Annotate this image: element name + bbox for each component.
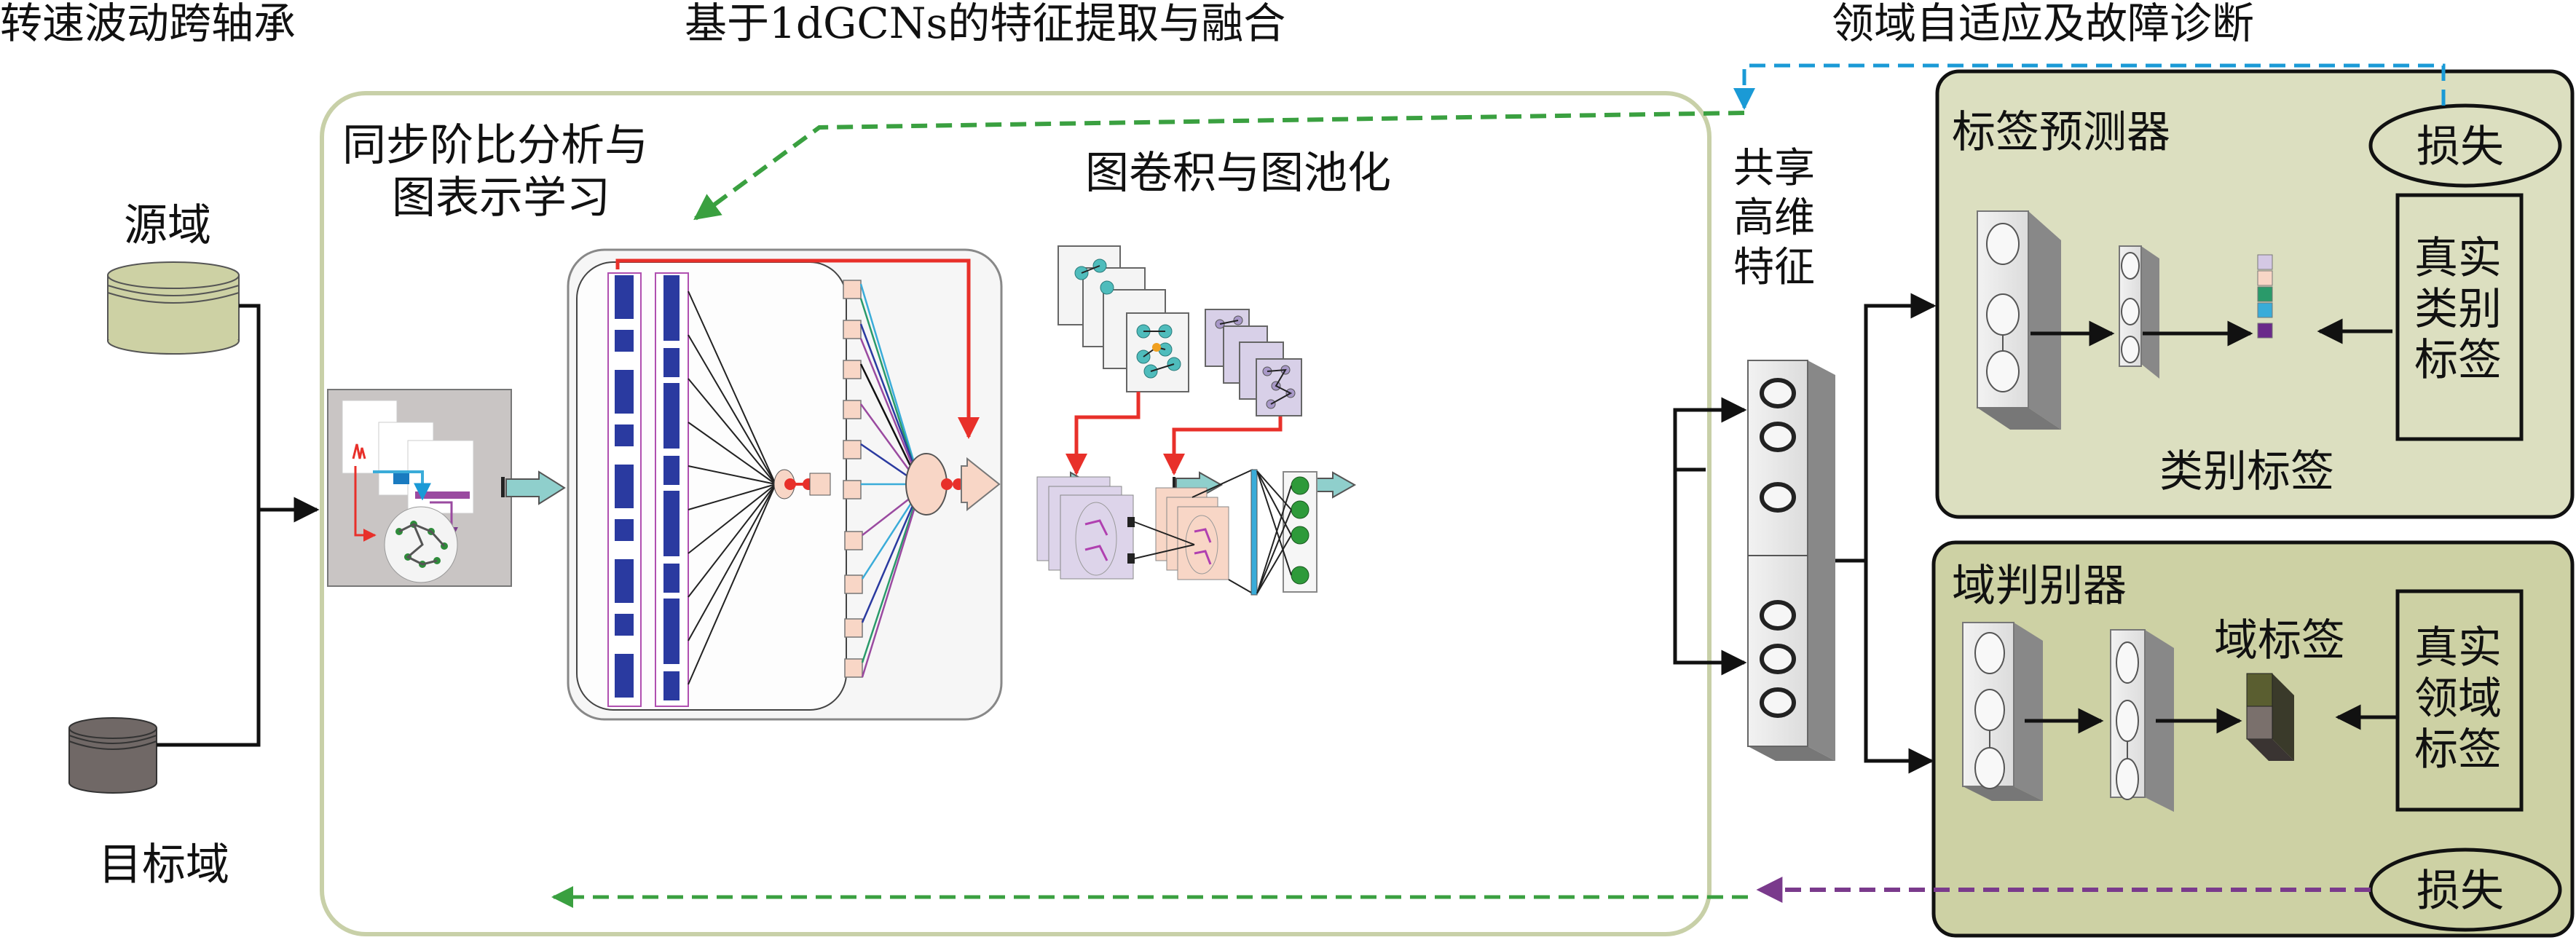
- graph-pooling-stack: [1205, 309, 1302, 416]
- feature-section-title: 基于1dGCNs的特征提取与融合: [685, 0, 1285, 48]
- shared-features-line2: 高维: [1733, 194, 1815, 242]
- shared-features-line1: 共享: [1733, 145, 1815, 192]
- feature-update-arrow: [693, 111, 1745, 221]
- readout-arrow-2: [1163, 416, 1283, 475]
- label-predictor-title: 标签预测器: [1952, 107, 2170, 158]
- target-domain-database-icon: [68, 717, 157, 794]
- label-predictor-panel: 标签预测器 损失 真实 类别 标签 类别标签: [1935, 69, 2575, 519]
- domain-merge-line: [157, 304, 261, 747]
- gcn-section-title: 图卷积与图池化: [1085, 148, 1391, 199]
- order-analysis-graph-box: [327, 389, 512, 587]
- domain-loss-text: 损失: [2417, 866, 2504, 917]
- true-domain-label-line1: 真实: [2414, 623, 2502, 674]
- domain-discriminator-title: 域判别器: [1952, 561, 2127, 612]
- target-domain-label: 目标域: [98, 840, 229, 890]
- fc-output-layer: [1256, 470, 1317, 594]
- source-domain-database-icon: [107, 261, 240, 355]
- label-loss-text: 损失: [2417, 122, 2504, 173]
- true-domain-label-line3: 标签: [2414, 724, 2502, 775]
- true-class-label-line1: 真实: [2414, 233, 2502, 284]
- flow-arrow-1: [501, 470, 566, 505]
- readout-stack-1: [1036, 476, 1135, 580]
- flatten-layer: [1250, 469, 1258, 596]
- readout-arrow-1: [1066, 392, 1141, 475]
- feature-fusion-block: [843, 280, 1001, 678]
- adaptation-section-title: 领域自适应及故障诊断: [1832, 0, 2254, 48]
- subtitle-line1: 同步阶比分析与: [342, 120, 648, 171]
- source-domain-label: 源域: [124, 200, 211, 251]
- readout-connections: [1134, 469, 1253, 594]
- true-class-label-line3: 标签: [2414, 335, 2502, 386]
- class-label-vector: [2257, 254, 2273, 339]
- signal-convolution-block: [567, 248, 1003, 721]
- domain-discriminator-panel: 域判别器 域标签 真实 领域 标签 损失: [1931, 540, 2575, 938]
- to-label-predictor-arrow: [1835, 293, 1937, 563]
- shared-features-line3: 特征: [1733, 244, 1815, 291]
- input-section-title: 转速波动跨轴承: [0, 0, 296, 48]
- to-domain-discriminator-arrow: [1864, 561, 1934, 774]
- class-label-caption: 类别标签: [2159, 446, 2334, 497]
- domain-label-caption: 域标签: [2214, 615, 2345, 666]
- shared-feature-vector: [1747, 360, 1835, 761]
- true-class-label-line2: 类别: [2414, 284, 2502, 335]
- subtitle-line2: 图表示学习: [392, 173, 610, 224]
- to-shared-arrow-bottom: [1673, 470, 1747, 676]
- label-loss-ellipse: [2368, 103, 2562, 188]
- graph-conv-stack: [1057, 245, 1189, 392]
- true-domain-label-line2: 领域: [2414, 674, 2502, 724]
- to-shared-arrow-top: [1673, 397, 1747, 472]
- domain-label-cube: [2246, 673, 2294, 761]
